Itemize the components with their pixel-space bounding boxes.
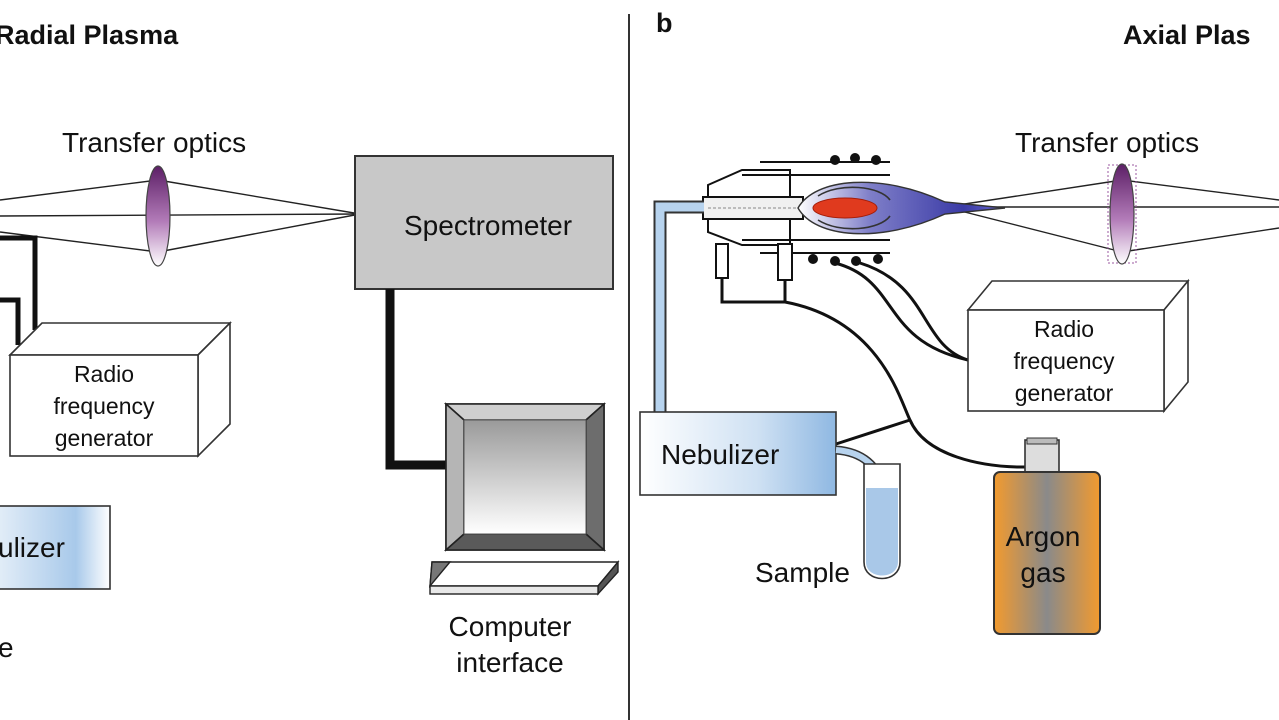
- panel-a-rf-cables: [0, 235, 38, 345]
- gas-inlets: [715, 243, 793, 281]
- plasma-core: [812, 197, 878, 219]
- panel-b-title: Axial Plas: [1123, 20, 1251, 50]
- panel-b-rf-line-2: frequency: [1013, 348, 1115, 374]
- panel-b-sample-label: Sample: [755, 557, 850, 588]
- panel-a-sample-label: e: [0, 632, 14, 663]
- spectrometer-cable: [385, 289, 448, 470]
- panel-a-transfer-optics-label: Transfer optics: [62, 127, 246, 158]
- sample-transfer-tube-outline: [653, 200, 704, 412]
- panel-b-nebulizer-label: Nebulizer: [661, 439, 779, 470]
- argon-cylinder: [993, 437, 1101, 635]
- plasma-flame: [797, 181, 1006, 235]
- panel-a-nebulizer-label: ulizer: [0, 532, 65, 563]
- panel-b-letter: b: [656, 8, 673, 38]
- panel-b-transfer-optics-label: Transfer optics: [1015, 127, 1199, 158]
- computer-label-line-1: Computer: [449, 611, 572, 642]
- plasma-torch: [702, 161, 890, 254]
- computer-label-line-2: interface: [456, 647, 563, 678]
- induction-coil: [808, 153, 883, 266]
- sample-transfer-tube: [655, 202, 704, 412]
- computer-keyboard: [429, 560, 620, 596]
- spectrometer-box: [354, 155, 614, 290]
- plasma-inner-contour-bottom: [817, 215, 891, 230]
- plasma-inner-contour-top: [817, 186, 891, 201]
- panel-b-rf-generator: [966, 278, 1190, 414]
- panel-b-lens: [1109, 163, 1135, 265]
- panel-a-rf-generator: [8, 321, 232, 458]
- panel-a-rf-line-2: frequency: [53, 393, 155, 419]
- panel-a-light-path: [0, 179, 361, 253]
- panel-b-nebulizer-box: [639, 411, 837, 496]
- argon-label-line-2: gas: [1020, 557, 1065, 588]
- panel-a-nebulizer-box: [0, 505, 111, 590]
- sample-liquid: [866, 488, 898, 576]
- panel-a-lens: [145, 165, 171, 267]
- spectrometer-label: Spectrometer: [404, 210, 572, 241]
- panel-a-title: Radial Plasma: [0, 20, 179, 50]
- panel-b-gas-lines: [720, 261, 1031, 469]
- panel-a-rf-line-1: Radio: [74, 361, 134, 387]
- panel-b-rf-line-3: generator: [1015, 380, 1114, 406]
- panel-a-rf-line-3: generator: [55, 425, 154, 451]
- panel-b-rf-line-1: Radio: [1034, 316, 1094, 342]
- argon-label-line-1: Argon: [1006, 521, 1081, 552]
- computer-monitor: [443, 402, 607, 552]
